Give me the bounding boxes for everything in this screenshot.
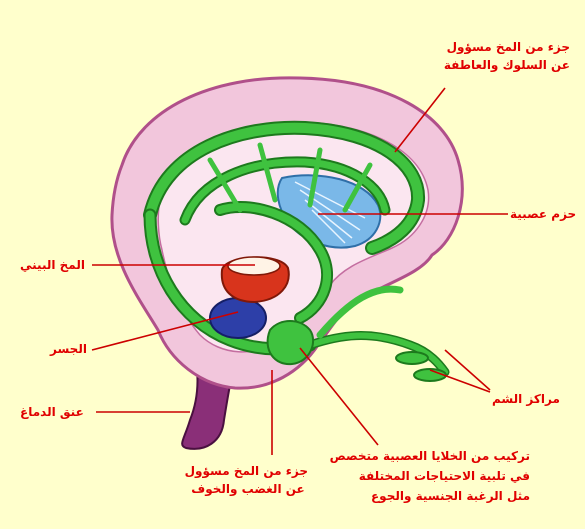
label-nerve-bundles: حزم عصبية	[510, 205, 576, 223]
label-smell-centers: مراكز الشم	[492, 390, 560, 408]
label-neural-structure: تركيب من الخلايا العصبية متخصص في تلبية …	[330, 446, 530, 506]
amygdala-shape	[268, 321, 314, 364]
label-behavior-emotion: جزء من المخ مسؤول عن السلوك والعاطفة	[430, 38, 570, 74]
label-brainstem: عنق الدماغ	[20, 403, 84, 421]
pons-shape	[210, 298, 266, 338]
label-pons: الجسر	[50, 340, 87, 358]
label-diencephalon: المخ البيني	[20, 256, 85, 274]
label-anger-fear: جزء من المخ مسؤول عن الغضب والخوف	[188, 462, 308, 498]
leader-neural-structure	[300, 348, 378, 445]
olfactory-bulb	[396, 352, 428, 364]
